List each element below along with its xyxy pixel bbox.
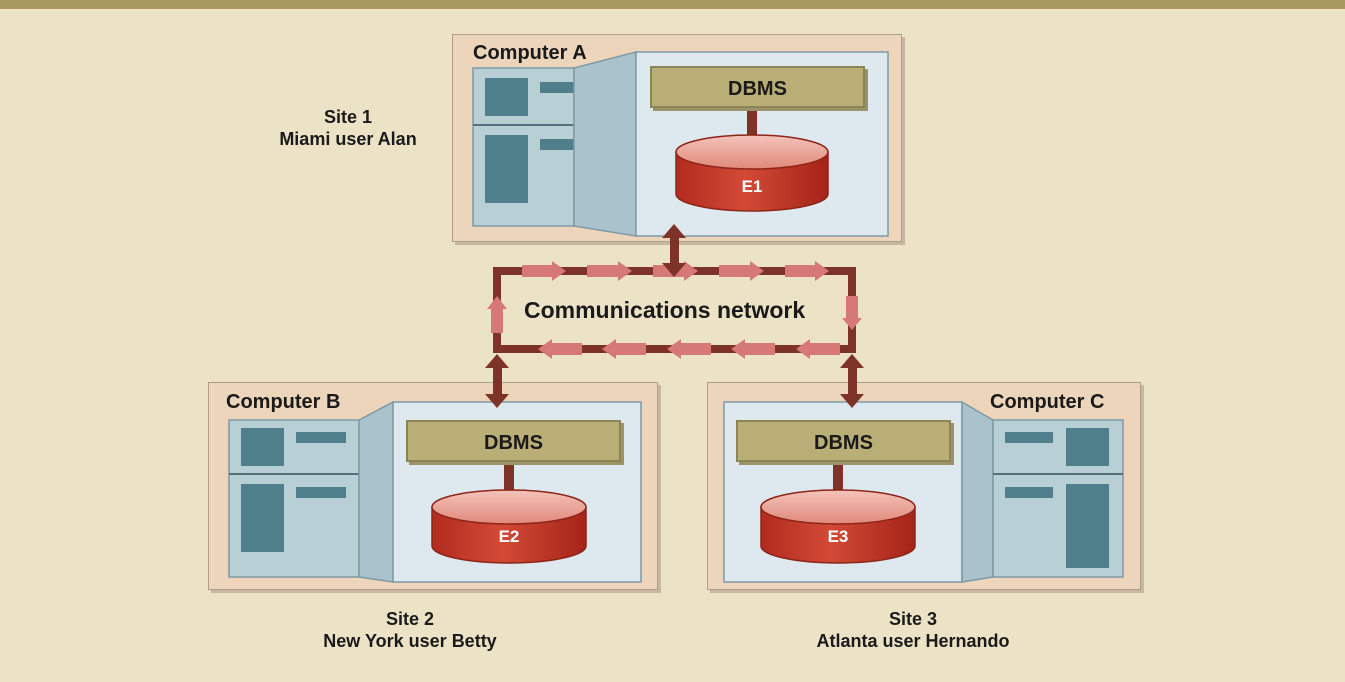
computer-b-drive-slot <box>296 487 346 498</box>
computer-a-drive-slot <box>485 78 528 116</box>
database-e3-label: E3 <box>827 527 849 546</box>
computer-a-drive-slot <box>540 82 587 93</box>
computer-c-label: Computer C <box>990 391 1105 413</box>
computer-a-drive-slot <box>485 135 528 203</box>
site-2-user: New York user Betty <box>323 631 497 651</box>
dbms-c-box: DBMS <box>736 420 951 462</box>
database-e1-label: E1 <box>741 177 763 196</box>
dbms-a-box: DBMS <box>650 66 865 108</box>
database-e3-cylinder <box>760 489 916 564</box>
site-1-label: Site 1 Miami user Alan <box>248 106 448 150</box>
computer-b-label: Computer B <box>226 391 341 413</box>
database-e2-label: E2 <box>498 527 520 546</box>
computer-b-drive-slot <box>241 428 284 466</box>
site-3-name: Site 3 <box>888 609 938 629</box>
computer-a-label: Computer A <box>473 42 587 64</box>
computer-b-drive-slot <box>296 432 346 443</box>
database-e2-cylinder <box>431 489 587 564</box>
computer-c-drive-slot <box>1066 484 1109 568</box>
site-3-label: Site 3 Atlanta user Hernando <box>803 608 1023 652</box>
computer-c-drive-slot <box>1005 487 1053 498</box>
computer-c-housing <box>961 400 994 583</box>
network-links <box>485 224 864 408</box>
site-2-name: Site 2 <box>385 609 435 629</box>
computer-a-housing <box>573 51 637 237</box>
computer-b-drive-slot <box>241 484 284 552</box>
database-e1-cylinder <box>675 134 829 212</box>
computer-b-housing <box>358 400 394 583</box>
site-2-label: Site 2 New York user Betty <box>310 608 510 652</box>
site-1-name: Site 1 <box>323 107 373 127</box>
site-1-user: Miami user Alan <box>279 129 417 149</box>
computer-a-drive-slot <box>540 139 587 150</box>
computer-c-drive-slot <box>1005 432 1053 443</box>
network-label: Communications network <box>524 297 806 323</box>
dbms-b-box: DBMS <box>406 420 621 462</box>
network-flow-arrows <box>487 261 862 359</box>
header-bar <box>0 0 1345 9</box>
site-3-user: Atlanta user Hernando <box>816 631 1010 651</box>
computer-c-drive-slot <box>1066 428 1109 466</box>
